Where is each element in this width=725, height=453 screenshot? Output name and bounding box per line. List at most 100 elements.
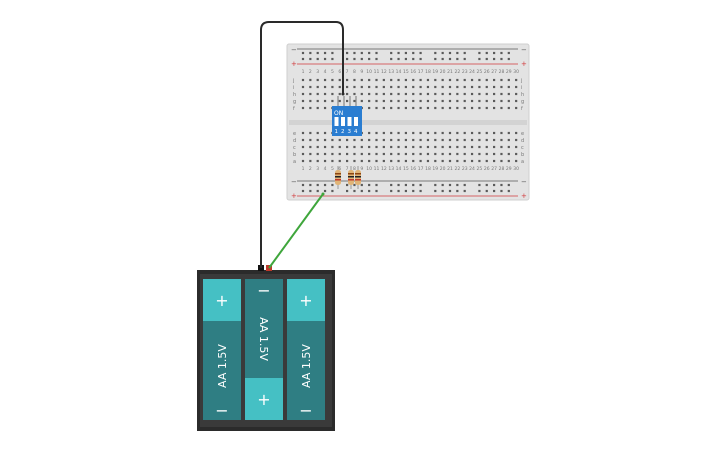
terminal-hole[interactable] xyxy=(404,138,407,142)
terminal-hole[interactable] xyxy=(338,159,341,163)
rail-hole[interactable] xyxy=(507,51,510,55)
rail-hole[interactable] xyxy=(397,189,400,193)
terminal-hole[interactable] xyxy=(323,78,327,82)
terminal-hole[interactable] xyxy=(515,92,518,96)
terminal-hole[interactable] xyxy=(456,106,459,110)
dip-switch-lever-4[interactable] xyxy=(354,117,358,126)
rail-hole[interactable] xyxy=(507,183,510,187)
terminal-hole[interactable] xyxy=(463,152,466,156)
terminal-hole[interactable] xyxy=(404,145,407,149)
rail-hole[interactable] xyxy=(463,57,466,61)
terminal-hole[interactable] xyxy=(419,159,422,163)
terminal-hole[interactable] xyxy=(448,99,452,103)
terminal-hole[interactable] xyxy=(316,131,319,135)
rail-hole[interactable] xyxy=(434,183,437,187)
terminal-hole[interactable] xyxy=(441,159,444,163)
rail-hole[interactable] xyxy=(309,189,312,193)
rail-hole[interactable] xyxy=(390,189,393,193)
rail-hole[interactable] xyxy=(353,51,356,55)
dip-switch-lever-3[interactable] xyxy=(347,117,352,126)
terminal-hole[interactable] xyxy=(331,145,334,149)
terminal-hole[interactable] xyxy=(448,85,452,89)
terminal-hole[interactable] xyxy=(323,99,327,103)
rail-hole[interactable] xyxy=(323,189,327,193)
terminal-hole[interactable] xyxy=(500,131,503,135)
terminal-hole[interactable] xyxy=(316,78,319,82)
terminal-hole[interactable] xyxy=(463,138,466,142)
terminal-hole[interactable] xyxy=(426,159,430,163)
terminal-hole[interactable] xyxy=(412,145,415,149)
terminal-hole[interactable] xyxy=(456,152,459,156)
terminal-hole[interactable] xyxy=(456,159,459,163)
terminal-hole[interactable] xyxy=(404,131,407,135)
terminal-hole[interactable] xyxy=(456,145,459,149)
dip-switch[interactable]: ON 1 2 3 4 xyxy=(332,96,362,136)
terminal-hole[interactable] xyxy=(500,145,503,149)
terminal-hole[interactable] xyxy=(448,106,452,110)
resistor[interactable] xyxy=(355,166,361,189)
terminal-hole[interactable] xyxy=(507,145,510,149)
terminal-hole[interactable] xyxy=(441,106,444,110)
terminal-hole[interactable] xyxy=(434,145,437,149)
terminal-hole[interactable] xyxy=(331,85,334,89)
terminal-hole[interactable] xyxy=(463,78,466,82)
terminal-hole[interactable] xyxy=(478,138,481,142)
terminal-hole[interactable] xyxy=(360,85,363,89)
rail-hole[interactable] xyxy=(448,51,452,55)
terminal-hole[interactable] xyxy=(419,92,422,96)
terminal-hole[interactable] xyxy=(375,131,378,135)
terminal-hole[interactable] xyxy=(412,92,415,96)
terminal-hole[interactable] xyxy=(368,152,371,156)
terminal-hole[interactable] xyxy=(353,92,356,96)
terminal-hole[interactable] xyxy=(316,138,319,142)
terminal-hole[interactable] xyxy=(375,85,378,89)
terminal-hole[interactable] xyxy=(500,106,503,110)
rail-hole[interactable] xyxy=(434,189,437,193)
terminal-hole[interactable] xyxy=(507,159,510,163)
terminal-hole[interactable] xyxy=(309,159,312,163)
rail-hole[interactable] xyxy=(375,57,378,61)
rail-hole[interactable] xyxy=(478,51,481,55)
rail-hole[interactable] xyxy=(360,189,363,193)
terminal-hole[interactable] xyxy=(301,85,305,89)
terminal-hole[interactable] xyxy=(507,131,510,135)
terminal-hole[interactable] xyxy=(515,159,518,163)
terminal-hole[interactable] xyxy=(485,131,488,135)
terminal-hole[interactable] xyxy=(368,106,371,110)
terminal-hole[interactable] xyxy=(397,138,400,142)
terminal-hole[interactable] xyxy=(507,99,510,103)
terminal-hole[interactable] xyxy=(404,92,407,96)
rail-hole[interactable] xyxy=(390,51,393,55)
rail-hole[interactable] xyxy=(323,57,327,61)
terminal-hole[interactable] xyxy=(301,92,305,96)
rail-hole[interactable] xyxy=(353,57,356,61)
terminal-hole[interactable] xyxy=(456,92,459,96)
terminal-hole[interactable] xyxy=(493,131,496,135)
rail-hole[interactable] xyxy=(331,57,334,61)
terminal-hole[interactable] xyxy=(368,131,371,135)
terminal-hole[interactable] xyxy=(390,106,393,110)
terminal-hole[interactable] xyxy=(485,145,488,149)
terminal-hole[interactable] xyxy=(493,99,496,103)
rail-hole[interactable] xyxy=(346,51,349,55)
terminal-hole[interactable] xyxy=(463,99,466,103)
rail-hole[interactable] xyxy=(500,183,503,187)
terminal-hole[interactable] xyxy=(382,145,385,149)
terminal-hole[interactable] xyxy=(397,152,400,156)
terminal-hole[interactable] xyxy=(463,106,466,110)
terminal-hole[interactable] xyxy=(478,78,481,82)
terminal-hole[interactable] xyxy=(390,99,393,103)
terminal-hole[interactable] xyxy=(515,131,518,135)
terminal-hole[interactable] xyxy=(397,85,400,89)
rail-hole[interactable] xyxy=(419,57,422,61)
terminal-hole[interactable] xyxy=(478,131,481,135)
terminal-hole[interactable] xyxy=(368,78,371,82)
terminal-hole[interactable] xyxy=(478,145,481,149)
terminal-hole[interactable] xyxy=(419,99,422,103)
terminal-hole[interactable] xyxy=(419,78,422,82)
terminal-hole[interactable] xyxy=(353,138,356,142)
terminal-hole[interactable] xyxy=(360,152,363,156)
terminal-hole[interactable] xyxy=(382,152,385,156)
breadboard-holes[interactable] xyxy=(301,51,518,193)
terminal-hole[interactable] xyxy=(368,92,371,96)
